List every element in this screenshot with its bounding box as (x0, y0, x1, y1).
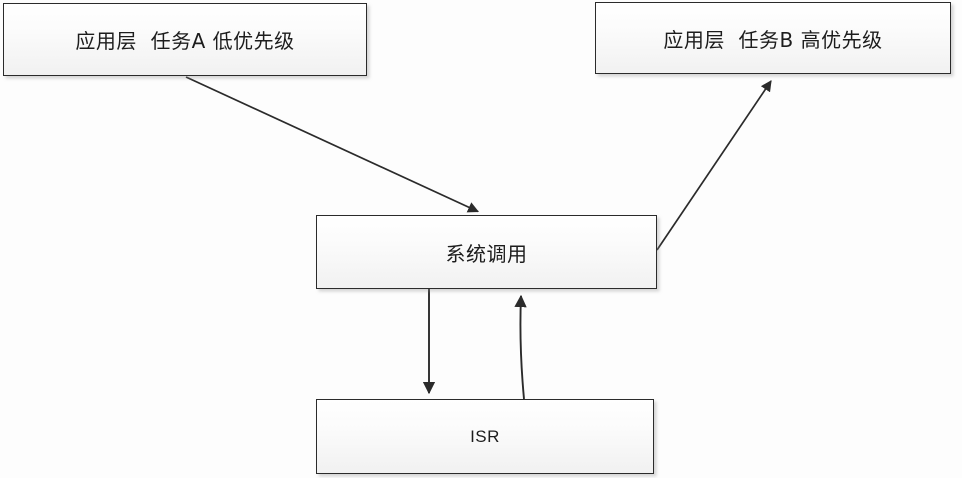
edge-syscall-to-task-b (656, 80, 772, 251)
edge-task-a-to-syscall (185, 76, 480, 213)
node-isr-label: ISR (470, 426, 500, 446)
node-task-a-label: 应用层 任务A 低优先级 (75, 29, 295, 53)
node-task-b-label: 应用层 任务B 高优先级 (663, 27, 883, 52)
edge-isr-to-syscall (514, 294, 527, 400)
node-task-b[interactable]: 应用层 任务B 高优先级 (595, 2, 951, 74)
node-system-call-label: 系统调用 (445, 241, 528, 266)
node-isr[interactable]: ISR (316, 399, 654, 474)
node-task-a[interactable]: 应用层 任务A 低优先级 (3, 3, 367, 76)
node-system-call[interactable]: 系统调用 (316, 215, 657, 289)
